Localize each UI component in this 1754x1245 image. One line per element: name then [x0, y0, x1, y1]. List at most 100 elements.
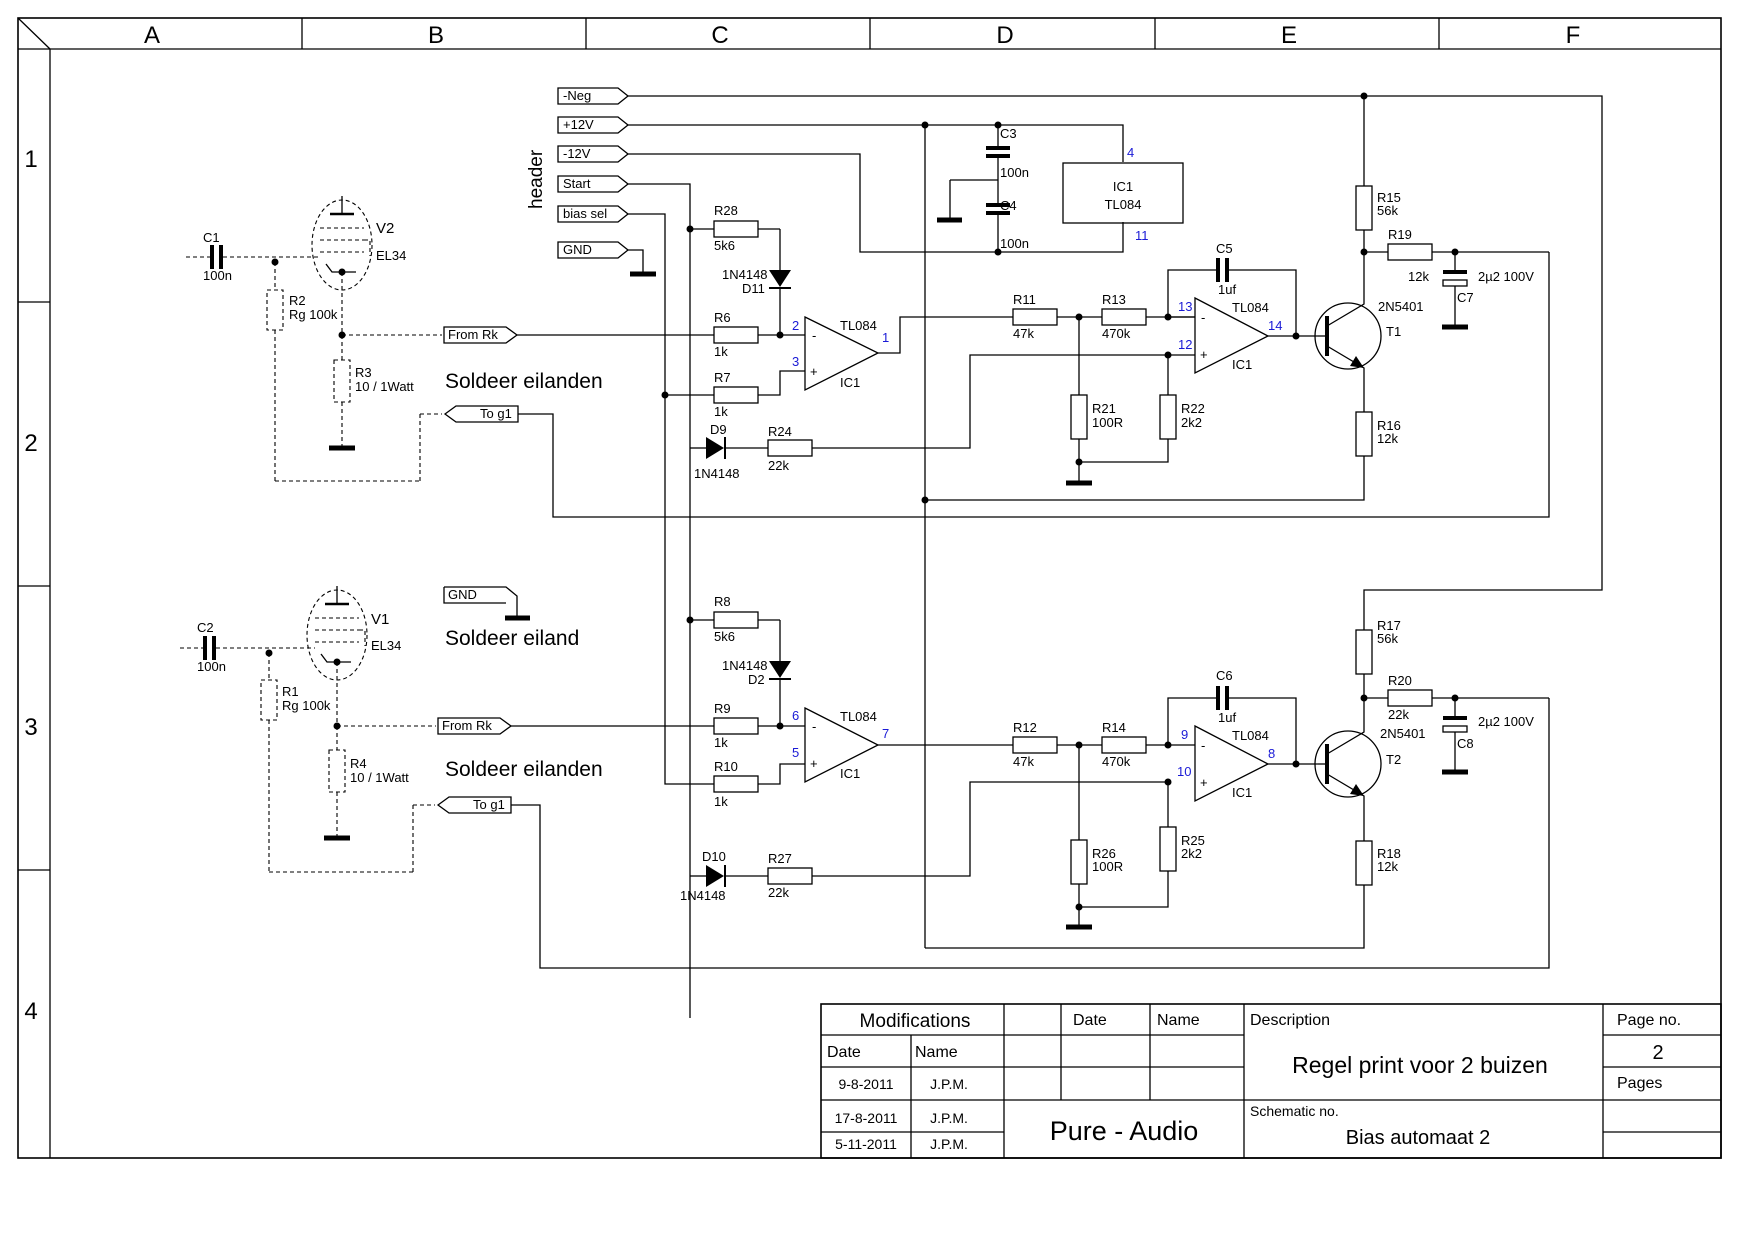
c8-ref: C8 — [1457, 736, 1474, 751]
d2-type: 1N4148 — [722, 658, 768, 673]
tag-from-rk-bottom: From Rk — [442, 718, 492, 733]
r14-ref: R14 — [1102, 720, 1126, 735]
pin-12: 12 — [1178, 337, 1192, 352]
d10-type: 1N4148 — [680, 888, 726, 903]
ic1-power-ref: IC1 — [1113, 179, 1133, 194]
mod-row-2-name: J.P.M. — [930, 1110, 968, 1126]
modifications-title: Modifications — [860, 1011, 971, 1032]
header-connectors: header -Neg +12V -12V Start bias sel GND — [526, 87, 1603, 1018]
r10-ref: R10 — [714, 759, 738, 774]
r24-ref: R24 — [768, 424, 792, 439]
mod-row-2-date: 17-8-2011 — [835, 1110, 898, 1126]
r14-value: 470k — [1102, 754, 1131, 769]
r25-value: 2k2 — [1181, 846, 1202, 861]
pin-10: 10 — [1177, 764, 1191, 779]
v2-type: EL34 — [376, 248, 406, 263]
d2-ref: D2 — [748, 672, 765, 687]
pin-2: 2 — [792, 318, 799, 333]
mod-row-1-name: J.P.M. — [930, 1076, 968, 1092]
opamp1-ref: IC1 — [840, 375, 860, 390]
name-header-2: Name — [1157, 1012, 1200, 1029]
mod-name-header: Name — [915, 1044, 958, 1061]
c8-value: 2µ2 100V — [1478, 714, 1534, 729]
schematic-no-label: Schematic no. — [1250, 1103, 1339, 1119]
opamp3-ref: IC1 — [1232, 785, 1252, 800]
t1-ref: T1 — [1386, 324, 1401, 339]
c3-ref: C3 — [1000, 126, 1017, 141]
r3-ref: R3 — [355, 365, 372, 380]
r19-value: 12k — [1408, 269, 1429, 284]
r11-value: 47k — [1013, 326, 1034, 341]
opamp3-plus: + — [1200, 775, 1208, 790]
c6-ref: C6 — [1216, 668, 1233, 683]
r20-value: 22k — [1388, 707, 1409, 722]
mod-row-3-name: J.P.M. — [930, 1136, 968, 1152]
d11-type: 1N4148 — [722, 267, 768, 282]
r16-value: 12k — [1377, 431, 1398, 446]
pin-5: 5 — [792, 745, 799, 760]
connector-start: Start — [563, 176, 591, 191]
r28-value: 5k6 — [714, 238, 735, 253]
opamp1-plus: + — [810, 364, 818, 379]
tag-from-rk-top: From Rk — [448, 327, 498, 342]
pin-7: 7 — [882, 726, 889, 741]
pin-4: 4 — [1127, 145, 1134, 160]
r18-value: 12k — [1377, 859, 1398, 874]
date-header-2: Date — [1073, 1012, 1107, 1029]
v1-type: EL34 — [371, 638, 401, 653]
pin-11: 11 — [1135, 228, 1149, 243]
r27-ref: R27 — [768, 851, 792, 866]
pin-13: 13 — [1178, 299, 1192, 314]
r9-value: 1k — [714, 735, 728, 750]
r12-ref: R12 — [1013, 720, 1037, 735]
d9-type: 1N4148 — [694, 466, 740, 481]
r16-ref: R16 — [1377, 418, 1401, 433]
r11-ref: R11 — [1013, 292, 1036, 307]
pin-9: 9 — [1181, 727, 1188, 742]
r3-value: 10 / 1Watt — [355, 379, 414, 394]
d9-ref: D9 — [710, 422, 727, 437]
opamp1-type: TL084 — [840, 318, 877, 333]
channel-top: V2 EL34 C1 100n R2 Rg 100k R3 10 / 1Watt… — [186, 92, 1550, 518]
note-solder-top: Soldeer eilanden — [445, 370, 603, 393]
r17-ref: R17 — [1377, 618, 1401, 633]
pin-3: 3 — [792, 354, 799, 369]
r20-ref: R20 — [1388, 673, 1412, 688]
r19-ref: R19 — [1388, 227, 1412, 242]
r2-value: Rg 100k — [289, 307, 338, 322]
r26-ref: R26 — [1092, 846, 1116, 861]
column-label-a: A — [144, 22, 160, 49]
r18-ref: R18 — [1377, 846, 1401, 861]
c5-value: 1uf — [1218, 282, 1236, 297]
description-label: Description — [1250, 1012, 1330, 1029]
r12-value: 47k — [1013, 754, 1034, 769]
row-label-4: 4 — [24, 998, 37, 1025]
note-solder-mid: Soldeer eiland — [445, 627, 579, 650]
r24-value: 22k — [768, 458, 789, 473]
r22-value: 2k2 — [1181, 415, 1202, 430]
pages-label: Pages — [1617, 1075, 1662, 1092]
pin-6: 6 — [792, 708, 799, 723]
opamp1-minus: - — [812, 328, 816, 343]
tag-gnd-solder: GND — [448, 587, 477, 602]
r25-ref: R25 — [1181, 833, 1205, 848]
c1-value: 100n — [203, 268, 232, 283]
opamp3-type: TL084 — [1232, 728, 1269, 743]
c6-value: 1uf — [1218, 710, 1236, 725]
v1-ref: V1 — [371, 611, 389, 628]
r7-ref: R7 — [714, 370, 731, 385]
c4-value: 100n — [1000, 236, 1029, 251]
ic1-power-type: TL084 — [1105, 197, 1142, 212]
r8-ref: R8 — [714, 594, 731, 609]
opamp3-minus: - — [1201, 738, 1205, 753]
r28-ref: R28 — [714, 203, 738, 218]
c7-ref: C7 — [1457, 290, 1474, 305]
supply-decoupling: C3 100n C4 100n IC1 TL084 4 11 — [921, 121, 1184, 948]
r6-value: 1k — [714, 344, 728, 359]
r1-ref: R1 — [282, 684, 299, 699]
d10-ref: D10 — [702, 849, 726, 864]
connector-neg: -Neg — [563, 88, 591, 103]
row-label-1: 1 — [24, 146, 37, 173]
note-solder-bottom: Soldeer eilanden — [445, 758, 603, 781]
mod-date-header: Date — [827, 1044, 861, 1061]
